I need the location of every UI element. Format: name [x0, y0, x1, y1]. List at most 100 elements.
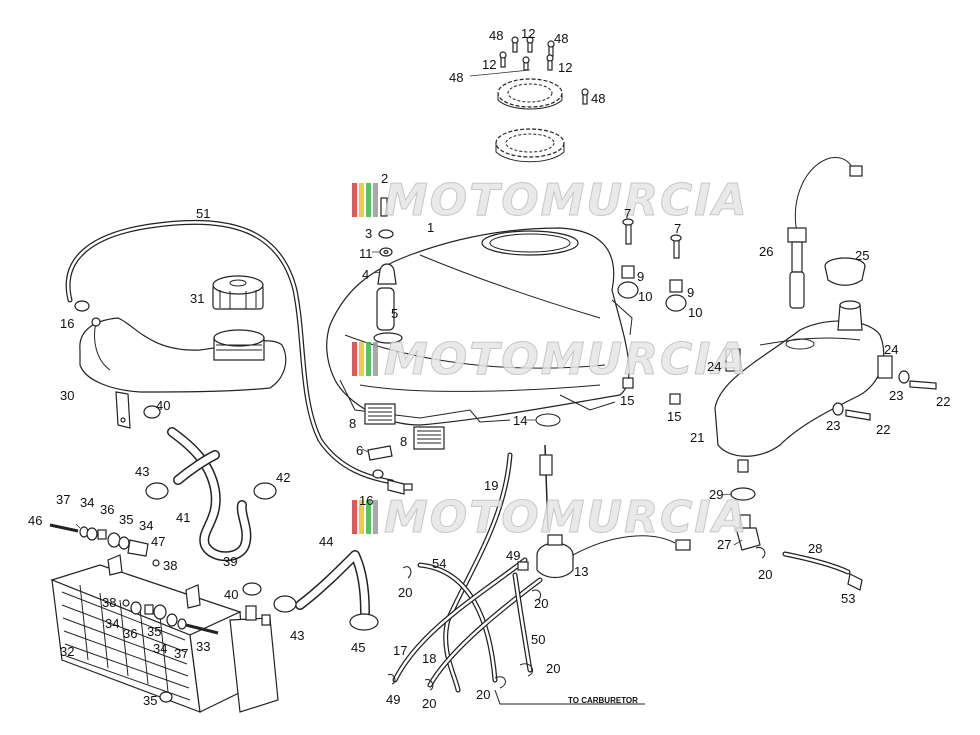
- fuel-tap: [517, 444, 691, 579]
- watermark-stripe: [373, 342, 378, 376]
- callout: 34: [153, 641, 167, 656]
- tank-pads: [364, 403, 561, 461]
- watermark-stripe: [373, 183, 378, 217]
- callout: 12: [482, 57, 496, 72]
- callout: 9: [687, 285, 694, 300]
- callout: 11: [359, 246, 373, 261]
- callout: 18: [422, 651, 436, 666]
- screws-48-12: [469, 36, 589, 105]
- callout: 49: [506, 548, 520, 563]
- fuel-tank: [326, 227, 633, 426]
- callout: 34: [139, 518, 153, 533]
- callout: 10: [688, 305, 702, 320]
- callout: 41: [176, 510, 190, 525]
- callout: 48: [591, 91, 605, 106]
- tank-mounting-parts: [617, 218, 687, 405]
- callout: 20: [476, 687, 490, 702]
- callout: 37: [174, 646, 188, 661]
- hose-clamps: [74, 300, 384, 596]
- callout: 7: [674, 221, 681, 236]
- callout: 16: [359, 493, 373, 508]
- callout-labels: 48 12 48 48 12 12 48 2 1 3 11 4 5 7 7 9 …: [28, 26, 950, 711]
- callout: 7: [624, 206, 631, 221]
- expansion-cap-left: [212, 275, 264, 310]
- watermark-stripe: [366, 500, 371, 534]
- callout: 47: [151, 534, 165, 549]
- watermark-stripe: [352, 183, 357, 217]
- callout: 43: [135, 464, 149, 479]
- callout: 45: [351, 640, 365, 655]
- callout: 20: [546, 661, 560, 676]
- callout: 20: [422, 696, 436, 711]
- callout: 40: [224, 587, 238, 602]
- callout: 22: [936, 394, 950, 409]
- callout: 28: [808, 541, 822, 556]
- callout: 46: [28, 513, 42, 528]
- line-clips: [387, 546, 766, 691]
- callout: 50: [531, 632, 545, 647]
- callout: 9: [637, 269, 644, 284]
- callout: 24: [707, 359, 721, 374]
- footnote-to-carburetor: TO CARBURETOR: [568, 696, 638, 705]
- callout: 8: [349, 416, 356, 431]
- level-sensor: [787, 157, 866, 309]
- callout: 43: [290, 628, 304, 643]
- radiator: [50, 554, 279, 713]
- watermark-stripe: [373, 500, 378, 534]
- callout: 29: [709, 487, 723, 502]
- filler-cap-assembly: [495, 78, 565, 163]
- callout: 37: [56, 492, 70, 507]
- callout: 12: [521, 26, 535, 41]
- callout: 34: [80, 495, 94, 510]
- callout: 48: [489, 28, 503, 43]
- callout: 31: [190, 291, 204, 306]
- watermark-text: MOTOMURCIA: [384, 492, 749, 543]
- callout: 1: [427, 220, 434, 235]
- watermark-stripe: [366, 183, 371, 217]
- watermark-text: MOTOMURCIA: [384, 334, 749, 385]
- callout: 32: [60, 644, 74, 659]
- callout: 15: [620, 393, 634, 408]
- callout: 23: [889, 388, 903, 403]
- callout: 35: [143, 693, 157, 708]
- watermark-stripe: [359, 183, 364, 217]
- callout: 5: [391, 306, 398, 321]
- callout: 20: [534, 596, 548, 611]
- callout: 6: [356, 443, 363, 458]
- callout: 13: [574, 564, 588, 579]
- callout: 26: [759, 244, 773, 259]
- expansion-tank-left: [79, 317, 287, 429]
- callout: 42: [276, 470, 290, 485]
- callout: 21: [690, 430, 704, 445]
- leader-lines: [75, 251, 743, 546]
- callout: 35: [119, 512, 133, 527]
- callout: 49: [386, 692, 400, 707]
- callout: 3: [365, 226, 372, 241]
- radiator-hardware: [49, 523, 219, 635]
- callout: 44: [319, 534, 333, 549]
- callout: 20: [758, 567, 772, 582]
- overflow-hose-51: [65, 219, 413, 495]
- callout: 35: [147, 624, 161, 639]
- watermark-stripe: [366, 342, 371, 376]
- watermark-stripe: [359, 342, 364, 376]
- callout: 40: [156, 398, 170, 413]
- callout: 15: [667, 409, 681, 424]
- callout: 38: [163, 558, 177, 573]
- callout: 22: [876, 422, 890, 437]
- callout: 48: [554, 31, 568, 46]
- watermark-text: MOTOMURCIA: [384, 175, 749, 226]
- callout: 36: [100, 502, 114, 517]
- callout: 2: [381, 171, 388, 186]
- callout: 48: [449, 70, 463, 85]
- callout: 14: [513, 413, 527, 428]
- callout: 36: [123, 626, 137, 641]
- callout: 24: [884, 342, 898, 357]
- callout: 30: [60, 388, 74, 403]
- radiator-hoses: [145, 427, 379, 631]
- watermark-stripe: [359, 500, 364, 534]
- callout: 53: [841, 591, 855, 606]
- watermark-stripe: [352, 500, 357, 534]
